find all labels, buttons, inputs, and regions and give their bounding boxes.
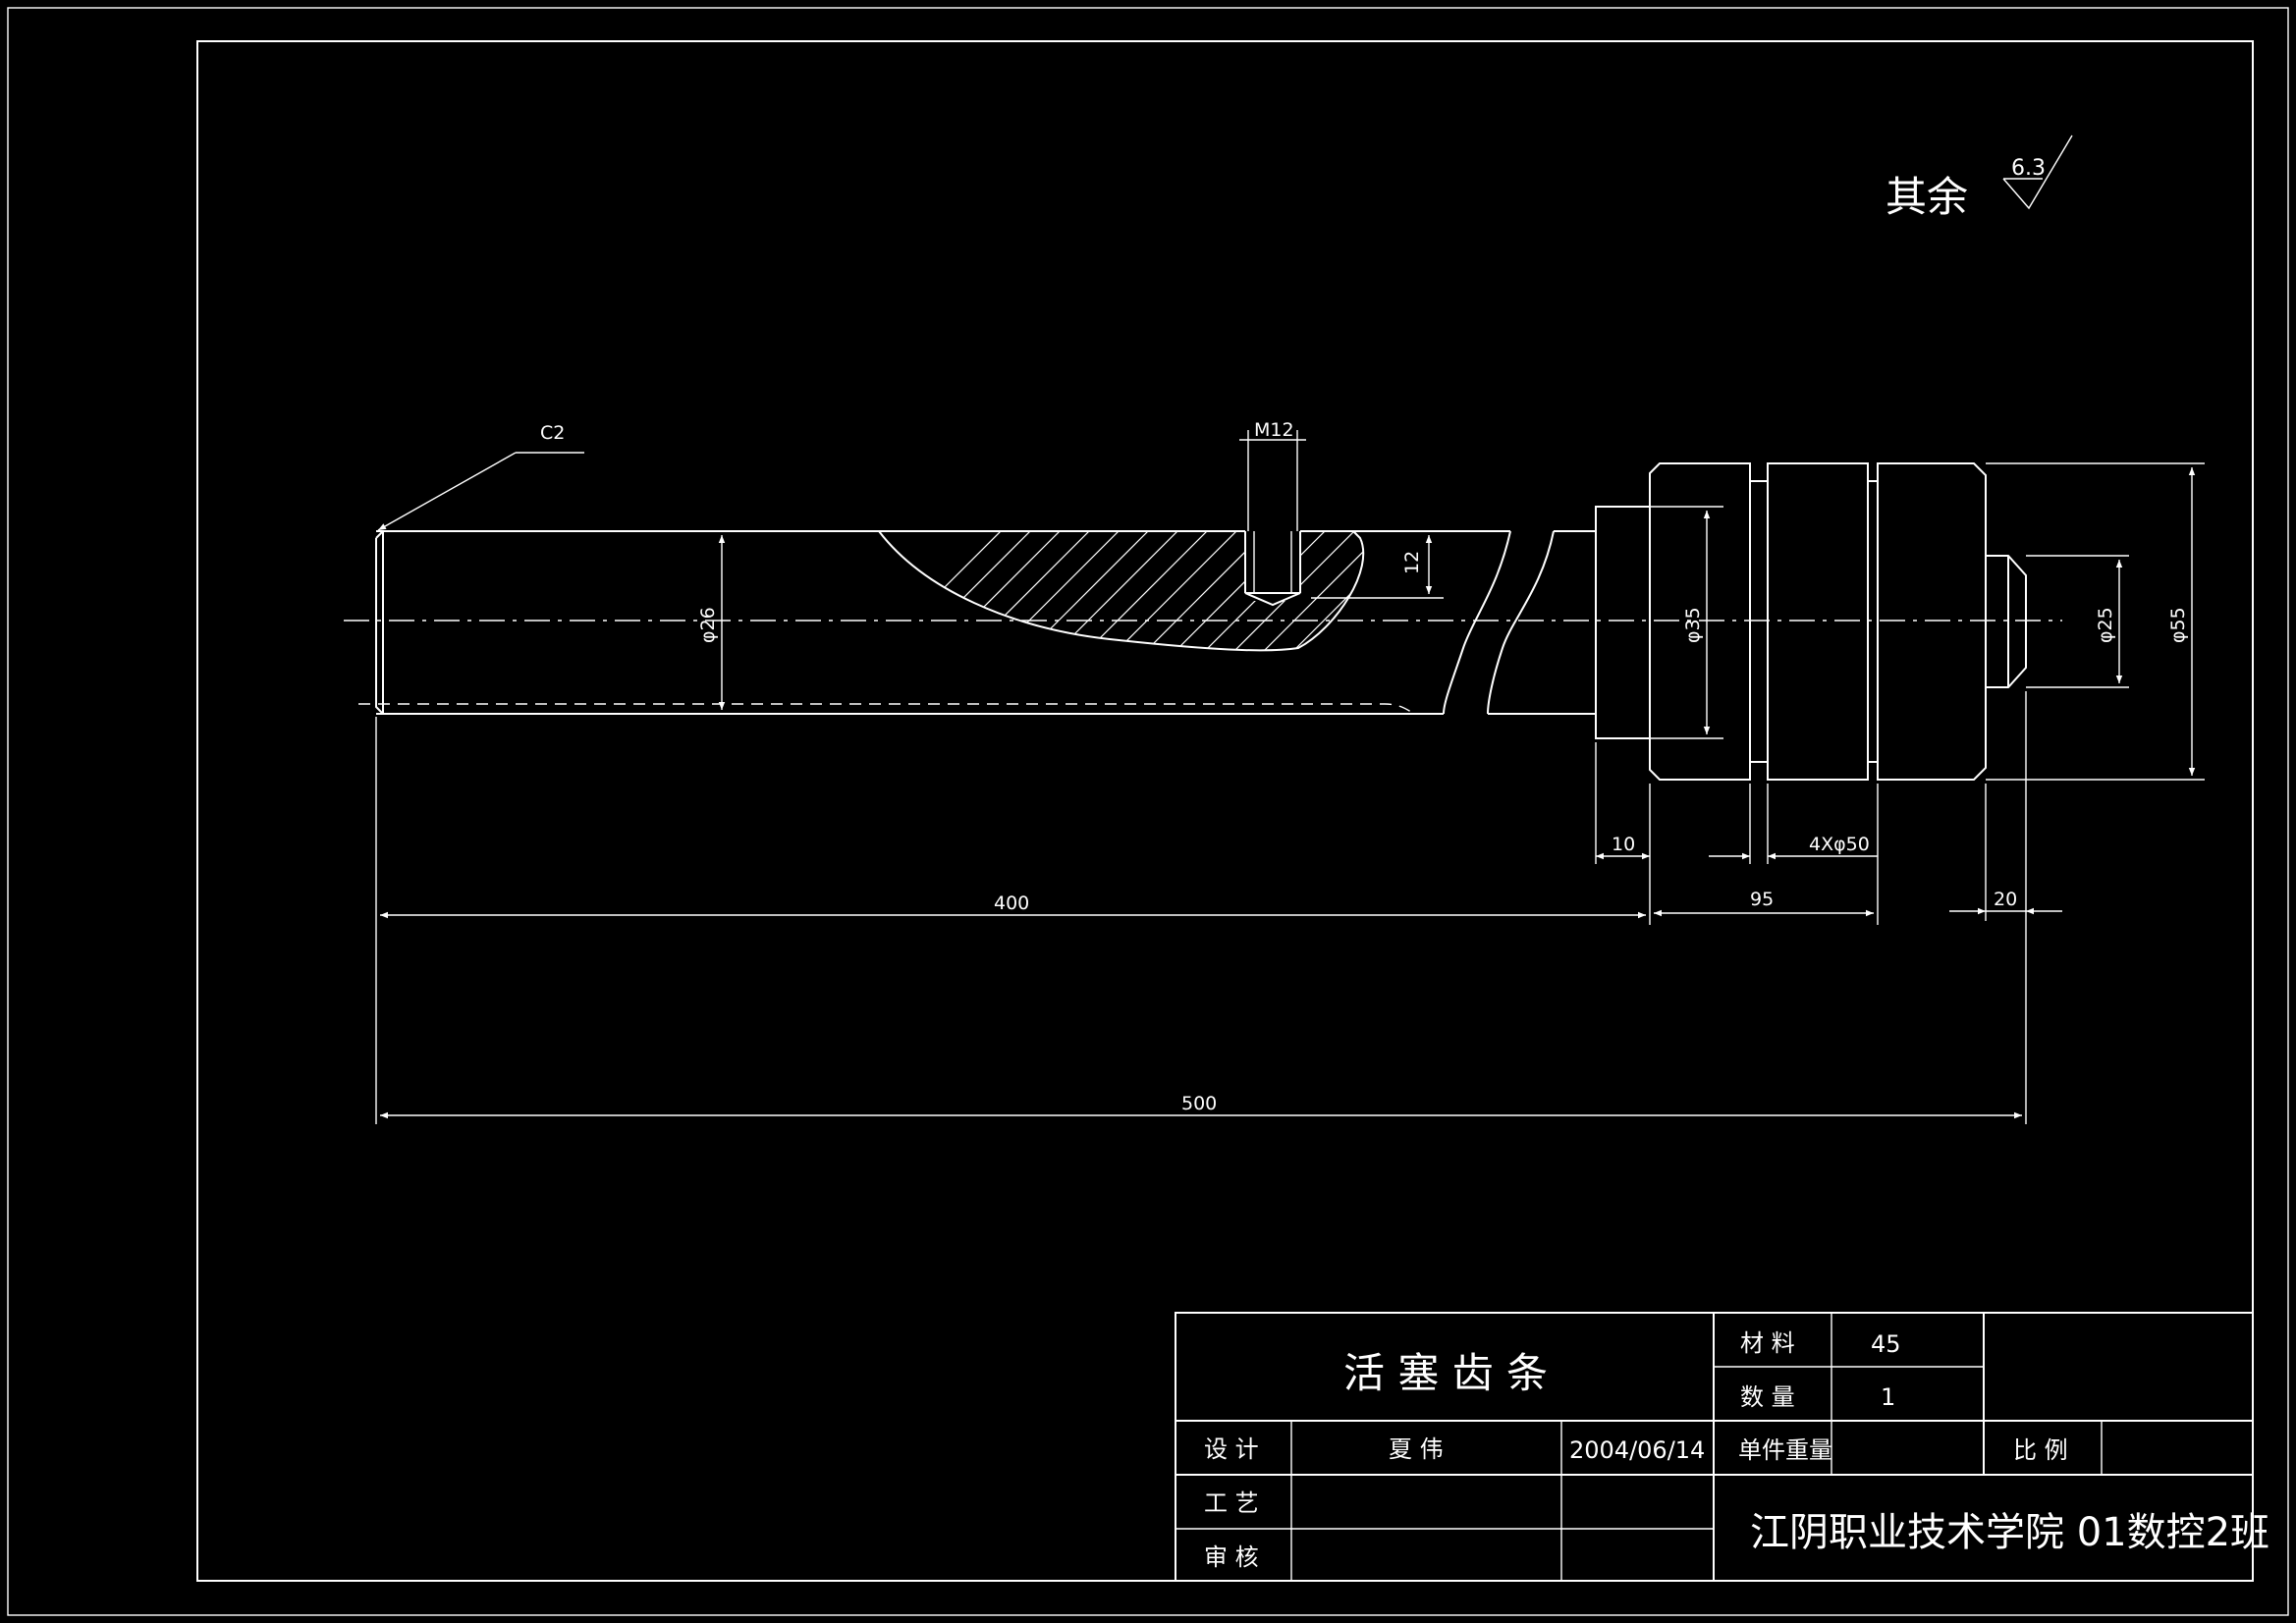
- threaded-hole: M12 12: [1239, 419, 1444, 607]
- dim-dia-piston: φ55: [2167, 607, 2189, 643]
- process-label: 工 艺: [1204, 1489, 1259, 1517]
- surface-roughness-note: 其余 6.3: [1886, 135, 2073, 221]
- school-name: 江阴职业技术学院 01数控2班: [1750, 1510, 2269, 1555]
- dim-depth: 12: [1401, 551, 1423, 574]
- chamfer-leader: C2: [377, 422, 584, 531]
- material-value: 45: [1871, 1330, 1901, 1358]
- dim-dia-shoulder: φ35: [1682, 607, 1704, 643]
- dim-len-groove: 10: [1612, 834, 1635, 855]
- scale-label: 比 例: [2013, 1436, 2068, 1464]
- quantity-label: 数 量: [1740, 1383, 1795, 1411]
- outer-border: [7, 7, 2289, 1616]
- part-outline: [358, 462, 2027, 781]
- dim-diameters: φ26 φ35 φ25 φ55: [697, 462, 2205, 781]
- dim-len-tip: 20: [1994, 889, 2017, 910]
- part-name: 活 塞 齿 条: [1343, 1349, 1548, 1397]
- dim-chamfer: C2: [540, 422, 565, 444]
- dim-len-total: 500: [1181, 1093, 1217, 1114]
- dim-dia-rod: φ26: [697, 607, 719, 643]
- section-hatch: [879, 531, 1364, 651]
- design-label: 设 计: [1204, 1435, 1259, 1463]
- dim-thread: M12: [1254, 419, 1294, 441]
- dim-lengths: 10 4Xφ50 400 95 20 500: [375, 691, 2062, 1124]
- title-block: 活 塞 齿 条 材 料 45 数 量 1 设 计 夏 伟 2004/06/14 …: [1175, 1312, 2269, 1582]
- dim-len-rod: 400: [994, 893, 1029, 914]
- dim-dia-tip: φ25: [2095, 607, 2116, 643]
- roughness-value: 6.3: [2011, 156, 2046, 181]
- dim-len-piston: 95: [1750, 889, 1774, 910]
- dim-grooves: 4Xφ50: [1809, 834, 1870, 855]
- design-date: 2004/06/14: [1569, 1436, 1705, 1464]
- weight-label: 单件重量: [1738, 1436, 1832, 1464]
- surface-note-label: 其余: [1886, 173, 1968, 221]
- review-label: 审 核: [1204, 1543, 1259, 1571]
- quantity-value: 1: [1881, 1383, 1895, 1411]
- roughness-symbol-icon: [2002, 135, 2073, 210]
- designer-name: 夏 伟: [1389, 1435, 1444, 1463]
- inner-border: [196, 40, 2254, 1582]
- material-label: 材 料: [1740, 1329, 1795, 1357]
